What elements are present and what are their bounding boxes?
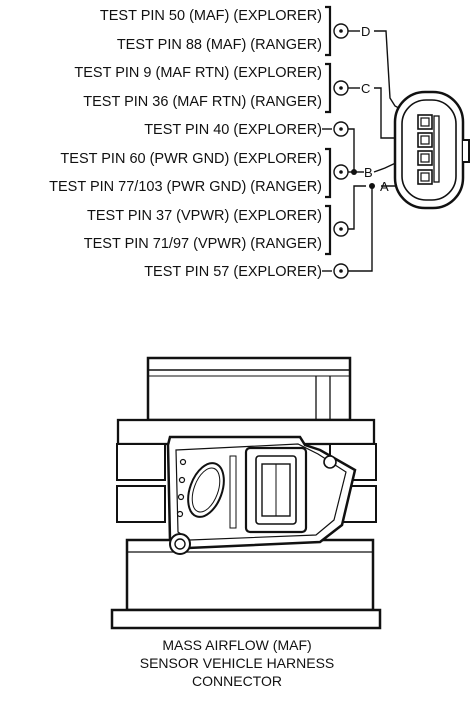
terminal-letter-a: A [380,179,389,194]
test-pin-label: TEST PIN 77/103 (PWR GND) (RANGER) [49,179,322,195]
test-point-circle [333,164,349,180]
wire-a [348,186,373,272]
test-point-circle [333,263,349,279]
pin-group-bracket [325,5,332,57]
test-pin-label: TEST PIN 50 (MAF) (EXPLORER) [100,8,322,24]
test-pin-label: TEST PIN 71/97 (VPWR) (RANGER) [84,236,322,252]
terminal-letter-d: D [361,24,370,39]
test-point-circle [333,80,349,96]
test-point-circle [333,23,349,39]
test-point-circle [333,121,349,137]
test-pin-label: TEST PIN 57 (EXPLORER) [144,264,322,280]
caption-line: MASS AIRFLOW (MAF) [162,637,311,653]
test-pin-label: TEST PIN 36 (MAF RTN) (RANGER) [83,94,322,110]
maf-sensor-illustration [110,356,382,630]
caption-line: CONNECTOR [192,673,282,689]
terminal-letter-b: B [364,165,373,180]
test-pin-label: TEST PIN 37 (VPWR) (EXPLORER) [87,208,322,224]
junction-dot [351,169,357,175]
test-point-circle [333,221,349,237]
test-pin-label: TEST PIN 9 (MAF RTN) (EXPLORER) [74,65,322,81]
test-pin-label: TEST PIN 88 (MAF) (RANGER) [117,37,322,53]
pin-group-bracket [325,204,332,256]
harness-connector-plug [393,90,470,210]
wire-b [348,128,355,172]
wire-a [348,185,366,230]
caption-line: SENSOR VEHICLE HARNESS [140,655,335,671]
terminal-letter-c: C [361,81,370,96]
pin-group-bracket [325,62,332,114]
test-pin-label: TEST PIN 40 (EXPLORER) [144,122,322,138]
test-pin-label: TEST PIN 60 (PWR GND) (EXPLORER) [60,151,322,167]
junction-dot [369,183,375,189]
pin-group-bracket [325,147,332,199]
